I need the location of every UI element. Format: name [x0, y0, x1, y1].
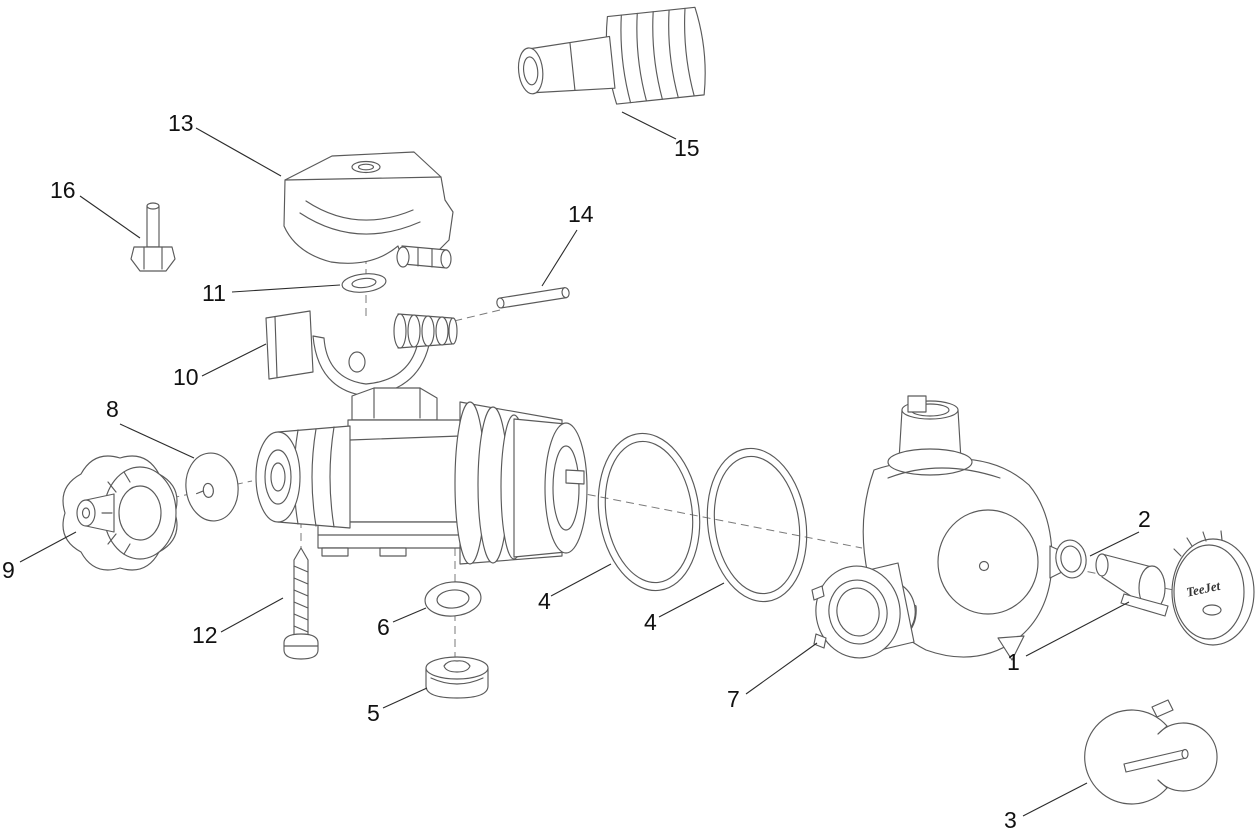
leader-line-15: [621, 111, 677, 140]
brand-text: TeeJet: [1185, 578, 1222, 600]
callout-label-7: 7: [727, 686, 740, 712]
leader-line-11: [231, 284, 341, 293]
leader-line-3: [1022, 782, 1088, 817]
part-15-hose-barb: [517, 6, 706, 105]
leader-line-12: [220, 597, 284, 633]
part-10-lower-clamp: [265, 310, 458, 397]
leader-line-13: [195, 127, 282, 177]
leader-line-14: [541, 229, 578, 287]
part-1-spray-tip-cap: TeeJet: [1095, 530, 1255, 646]
callout-label-6: 6: [377, 614, 390, 640]
leader-line-4: [658, 582, 725, 618]
part-13-upper-clamp: [283, 151, 454, 269]
part-14-pin: [496, 287, 570, 309]
part-4-oring-b: [706, 447, 808, 603]
callout-label-14: 14: [568, 201, 594, 227]
callout-label-1: 1: [1007, 649, 1020, 675]
callout-label-11: 11: [202, 280, 226, 306]
part-2-oring: [1055, 539, 1087, 579]
valve-body: [255, 387, 588, 565]
part-5-bushing: [425, 656, 489, 699]
callout-label-8: 8: [106, 396, 119, 422]
callout-label-2: 2: [1138, 506, 1151, 532]
leader-line-1: [1025, 601, 1130, 657]
callout-label-3: 3: [1004, 807, 1017, 833]
leader-line-5: [382, 687, 428, 709]
leader-line-9: [19, 531, 77, 563]
leader-line-4: [550, 563, 612, 597]
part-12-screw: [283, 547, 319, 660]
leader-line-2: [1089, 531, 1140, 557]
leader-line-10: [201, 343, 267, 377]
part-9-knob: [62, 455, 178, 571]
callout-label-4: 4: [538, 588, 551, 614]
callout-label-10: 10: [173, 364, 199, 390]
part-7-coupling-nut: [811, 562, 915, 659]
callout-label-5: 5: [367, 700, 380, 726]
callout-label-4: 4: [644, 609, 657, 635]
part-6-gasket: [424, 581, 482, 617]
callout-label-12: 12: [192, 622, 218, 648]
leader-line-8: [119, 423, 195, 459]
part-11-washer: [341, 273, 387, 293]
callout-label-13: 13: [168, 110, 194, 136]
leader-line-7: [745, 642, 818, 695]
part-4-oring-a: [597, 432, 701, 592]
leader-line-6: [392, 607, 427, 623]
callout-label-15: 15: [674, 135, 700, 161]
part-3-retainer-clip: [1084, 699, 1218, 805]
leader-line-16: [79, 195, 141, 239]
part-16-bolt: [130, 202, 176, 272]
callout-label-9: 9: [2, 557, 15, 583]
callout-label-16: 16: [50, 177, 76, 203]
part-8-washer-disc: [185, 452, 239, 522]
